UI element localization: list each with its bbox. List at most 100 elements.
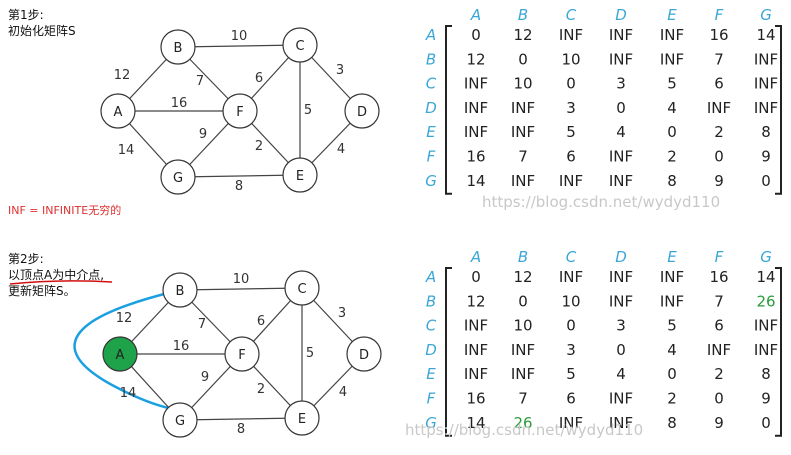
node-A	[100, 93, 136, 129]
matrix-cell: INF	[511, 341, 535, 359]
edge-weight-C-D: 3	[336, 63, 344, 78]
matrix-cell: INF	[511, 172, 535, 190]
edge-weight-A-G: 14	[118, 143, 135, 158]
matrix-cell: 12	[513, 268, 532, 286]
row-header-C: C	[426, 317, 437, 335]
matrix-cell: INF	[660, 50, 684, 68]
edge-weight-F-G: 9	[201, 370, 209, 385]
edge-weight-A-B: 12	[116, 311, 133, 326]
node-D	[344, 93, 380, 129]
edge-weight-G-E: 8	[237, 422, 245, 437]
col-header-B: B	[518, 6, 528, 24]
matrix-cell: INF	[464, 341, 488, 359]
matrix-cell: INF	[559, 26, 583, 44]
matrix-cell: 14	[756, 26, 775, 44]
text-underline	[9, 280, 113, 285]
matrix-cell: 3	[616, 317, 626, 335]
step2-description-line2: 更新矩阵S。	[8, 284, 76, 298]
node-label-E: E	[298, 412, 306, 427]
edge-weight-B-C: 10	[233, 272, 250, 287]
matrix-cell: 0	[667, 365, 677, 383]
edge-weight-D-E: 4	[339, 385, 347, 400]
node-label-G: G	[175, 414, 185, 429]
edge-weight-F-G: 9	[199, 127, 207, 142]
matrix-cell: 2	[714, 365, 724, 383]
matrix-cell: 9	[761, 148, 771, 166]
matrix-cell: 3	[616, 75, 626, 93]
matrix-cell: 10	[561, 292, 580, 310]
edge-weight-B-F: 7	[196, 74, 204, 89]
edge-weight-A-F: 16	[173, 339, 190, 354]
matrix-cell: INF	[464, 99, 488, 117]
row-header-C: C	[426, 75, 437, 93]
row-header-D: D	[425, 99, 437, 117]
matrix-cell: INF	[464, 317, 488, 335]
matrix-cell: 6	[566, 148, 576, 166]
edge-weight-A-F: 16	[171, 96, 188, 111]
matrix-right-bracket	[775, 25, 782, 195]
edge-weight-B-C: 10	[231, 29, 248, 44]
matrix-cell: 0	[616, 341, 626, 359]
matrix-cell: 7	[518, 148, 528, 166]
matrix-cell: 8	[667, 414, 677, 432]
row-header-A: A	[425, 268, 436, 286]
row-header-B: B	[426, 50, 436, 68]
node-E	[282, 157, 318, 193]
col-header-B: B	[518, 248, 528, 266]
edge-weight-F-E: 2	[257, 382, 265, 397]
matrix-cell: INF	[609, 414, 633, 432]
matrix-cell: INF	[707, 341, 731, 359]
matrix-cell: 8	[667, 172, 677, 190]
node-B	[162, 272, 198, 308]
matrix-cell: 16	[709, 268, 728, 286]
matrix-cell: 12	[466, 292, 485, 310]
matrix-cell: 7	[518, 390, 528, 408]
matrix-cell: 7	[714, 50, 724, 68]
node-label-C: C	[297, 282, 306, 297]
matrix-cell: 0	[518, 292, 528, 310]
row-header-G: G	[425, 414, 437, 432]
edge-weight-F-E: 2	[255, 139, 263, 154]
matrix-cell: INF	[609, 292, 633, 310]
node-F	[222, 93, 258, 129]
matrix-cell: 6	[714, 317, 724, 335]
node-G	[162, 402, 198, 438]
node-label-C: C	[295, 39, 304, 54]
matrix-cell: INF	[464, 365, 488, 383]
node-label-D: D	[357, 105, 367, 120]
edge-B-C	[179, 287, 303, 291]
node-label-D: D	[359, 348, 369, 363]
node-F	[224, 336, 260, 372]
step1-title: 第1步:	[8, 8, 44, 22]
edge-weight-D-E: 4	[337, 142, 345, 157]
matrix-cell: 2	[667, 390, 677, 408]
edge-weight-B-F: 7	[198, 317, 206, 332]
node-label-G: G	[173, 171, 183, 186]
matrix-cell: 8	[761, 123, 771, 141]
col-header-G: G	[760, 248, 772, 266]
matrix-cell: INF	[464, 75, 488, 93]
row-header-F: F	[427, 148, 436, 166]
node-E	[284, 400, 320, 436]
node-C	[284, 270, 320, 306]
matrix-cell: INF	[754, 50, 778, 68]
matrix-left-bracket	[445, 267, 452, 437]
edge-G-E	[177, 174, 301, 178]
matrix-cell: 0	[616, 99, 626, 117]
matrix-cell: 5	[566, 365, 576, 383]
edge-B-C	[177, 44, 301, 48]
matrix-cell: 5	[667, 75, 677, 93]
matrix-right-bracket	[775, 267, 782, 437]
matrix-cell: 10	[513, 317, 532, 335]
matrix-cell: INF	[559, 268, 583, 286]
matrix-cell: INF	[511, 365, 535, 383]
matrix-cell: 14	[466, 172, 485, 190]
node-label-E: E	[296, 169, 304, 184]
edge-weight-A-B: 12	[114, 68, 131, 83]
matrix-cell: 0	[471, 268, 481, 286]
edge-weight-C-E: 5	[304, 103, 312, 118]
matrix-cell: 0	[667, 123, 677, 141]
matrix-cell: 5	[667, 317, 677, 335]
edge-weight-C-E: 5	[306, 346, 314, 361]
